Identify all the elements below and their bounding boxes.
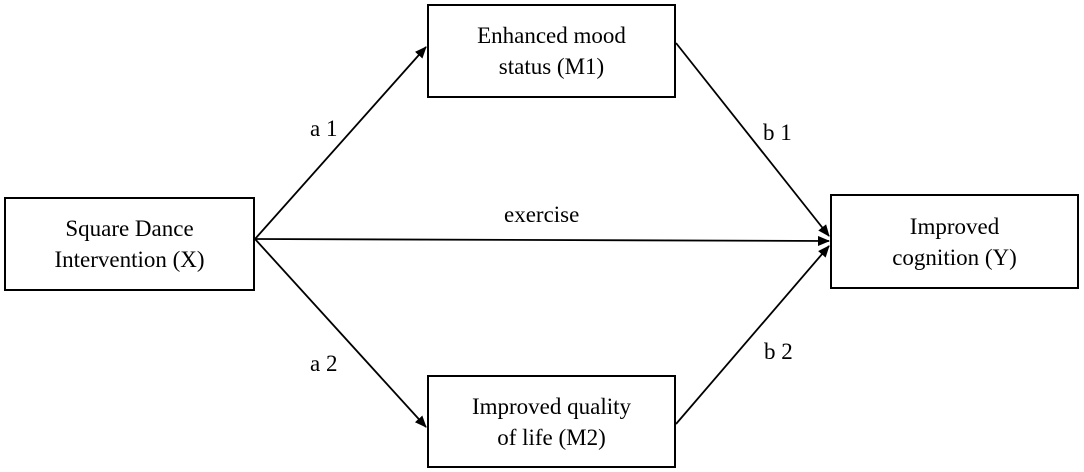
node-y-line2: cognition (Y)	[892, 244, 1017, 270]
edge-b2-arrow	[675, 245, 830, 425]
edge-a1-arrow	[254, 46, 427, 240]
edge-label-b1: b 1	[763, 120, 792, 145]
edge-label-b2: b 2	[764, 339, 793, 364]
node-enhanced-mood-status: Enhanced mood status (M1)	[427, 4, 676, 98]
node-x-line1: Square Dance	[65, 216, 194, 241]
edge-label-a1: a 1	[310, 116, 338, 141]
node-y-line1: Improved	[909, 213, 1000, 239]
edge-a2-arrow	[254, 238, 427, 428]
node-m1-line2: status (M1)	[498, 54, 605, 79]
node-m2-line2: of life (M2)	[497, 424, 606, 450]
node-m2-line1: Improved quality	[471, 393, 632, 419]
node-improved-quality-of-life: Improved quality of life (M2)	[427, 375, 676, 468]
node-improved-cognition: Improved cognition (Y)	[830, 194, 1079, 289]
edge-label-exercise: exercise	[504, 202, 580, 227]
edge-label-a2: a 2	[310, 351, 338, 376]
node-x-line2: Intervention (X)	[54, 247, 205, 272]
edge-b1-arrow	[675, 42, 830, 237]
node-m1-line1: Enhanced mood	[477, 23, 626, 48]
edge-direct-arrow	[254, 235, 830, 246]
node-square-dance-intervention: Square Dance Intervention (X)	[4, 197, 255, 291]
